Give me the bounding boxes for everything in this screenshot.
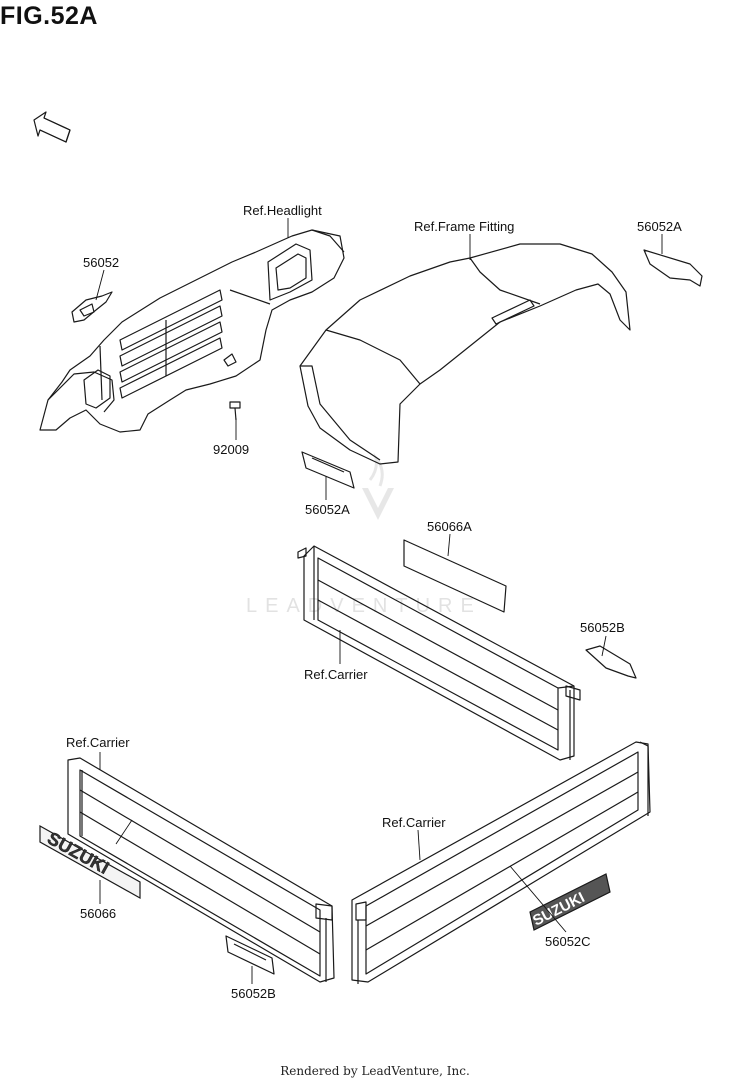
bolt-92009-part bbox=[229, 401, 241, 421]
carrier-side-panel-right bbox=[351, 741, 651, 984]
rear-fender-part bbox=[299, 243, 631, 465]
decal-56052A-top-part bbox=[643, 249, 703, 287]
footer-credit: Rendered by LeadVenture, Inc. bbox=[280, 1064, 470, 1078]
carrier-side-panel-left bbox=[67, 757, 335, 983]
emblem-56052B-bottom-part bbox=[225, 935, 275, 975]
leader-lines bbox=[95, 218, 663, 984]
label-56052C: 56052C bbox=[545, 934, 591, 949]
decal-56052B-right-part bbox=[585, 645, 637, 679]
label-56066A: 56066A bbox=[427, 519, 472, 534]
label-ref-carrier-mid: Ref.Carrier bbox=[304, 667, 368, 682]
label-ref-carrier-left: Ref.Carrier bbox=[66, 735, 130, 750]
front-cover-part bbox=[39, 229, 345, 433]
label-56066: 56066 bbox=[80, 906, 116, 921]
label-56052B-bottom: 56052B bbox=[231, 986, 276, 1001]
label-56052B-right: 56052B bbox=[580, 620, 625, 635]
label-ref-carrier-right: Ref.Carrier bbox=[382, 815, 446, 830]
emblem-56052A-mid-part bbox=[301, 451, 355, 489]
part-labels: Ref.Headlight Ref.Frame Fitting 56052A 5… bbox=[66, 203, 682, 1001]
label-ref-headlight: Ref.Headlight bbox=[243, 203, 322, 218]
label-56052A-top: 56052A bbox=[637, 219, 682, 234]
label-56052: 56052 bbox=[83, 255, 119, 270]
fwd-arrow-icon: FWD bbox=[33, 111, 71, 143]
label-92009: 92009 bbox=[213, 442, 249, 457]
watermark-text: LEADVENTURE bbox=[246, 595, 482, 617]
decal-56052C-suzuki-part: SUZUKI bbox=[529, 873, 611, 931]
suzuki-decal-text-left: SUZUKI bbox=[44, 828, 112, 878]
decal-56066A-part bbox=[403, 539, 507, 613]
label-56052A-mid: 56052A bbox=[305, 502, 350, 517]
figure-title: FIG.52A bbox=[0, 2, 98, 30]
label-ref-frame-fitting: Ref.Frame Fitting bbox=[414, 219, 514, 234]
carrier-side-panel-mid bbox=[297, 545, 581, 761]
decal-56052-part bbox=[71, 291, 113, 323]
leadventure-watermark: LEADVENTURE bbox=[246, 452, 482, 617]
